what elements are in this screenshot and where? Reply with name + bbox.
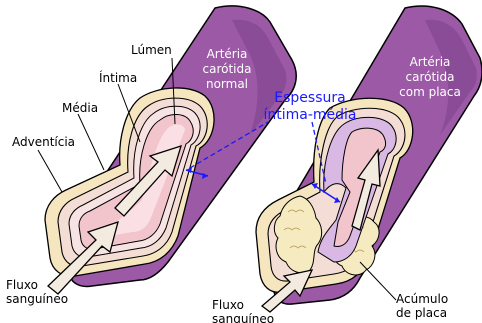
label-flow-left-2: sanguíneo bbox=[6, 292, 68, 306]
imt-title-line1: Espessura bbox=[274, 90, 345, 106]
leader-media bbox=[78, 114, 104, 170]
label-flow-right-1: Fluxo bbox=[212, 298, 244, 312]
plaque-title-line3: com placa bbox=[399, 85, 461, 99]
label-media: Média bbox=[62, 101, 98, 115]
label-flow-left-1: Fluxo bbox=[6, 278, 38, 292]
label-plaque-2: de placa bbox=[396, 306, 447, 320]
plaque-title-line2: carótida bbox=[406, 70, 455, 84]
normal-title-line2: carótida bbox=[203, 62, 252, 76]
imt-title-line2: íntima-média bbox=[263, 107, 356, 123]
leader-plaque bbox=[360, 262, 396, 300]
label-plaque-1: Acúmulo bbox=[396, 292, 448, 306]
normal-title-line3: normal bbox=[206, 77, 248, 91]
plaque-artery bbox=[256, 6, 482, 312]
label-intima: Íntima bbox=[99, 70, 137, 85]
plaque-title-line1: Artéria bbox=[410, 55, 451, 69]
imt-title: Espessura íntima-média bbox=[263, 90, 356, 123]
label-lumen: Lúmen bbox=[131, 43, 172, 57]
leader-adventitia bbox=[38, 150, 62, 192]
label-flow-right-2: sanguíneo bbox=[212, 312, 274, 323]
normal-title-line1: Artéria bbox=[207, 47, 248, 61]
label-adventitia: Adventícia bbox=[12, 135, 75, 149]
